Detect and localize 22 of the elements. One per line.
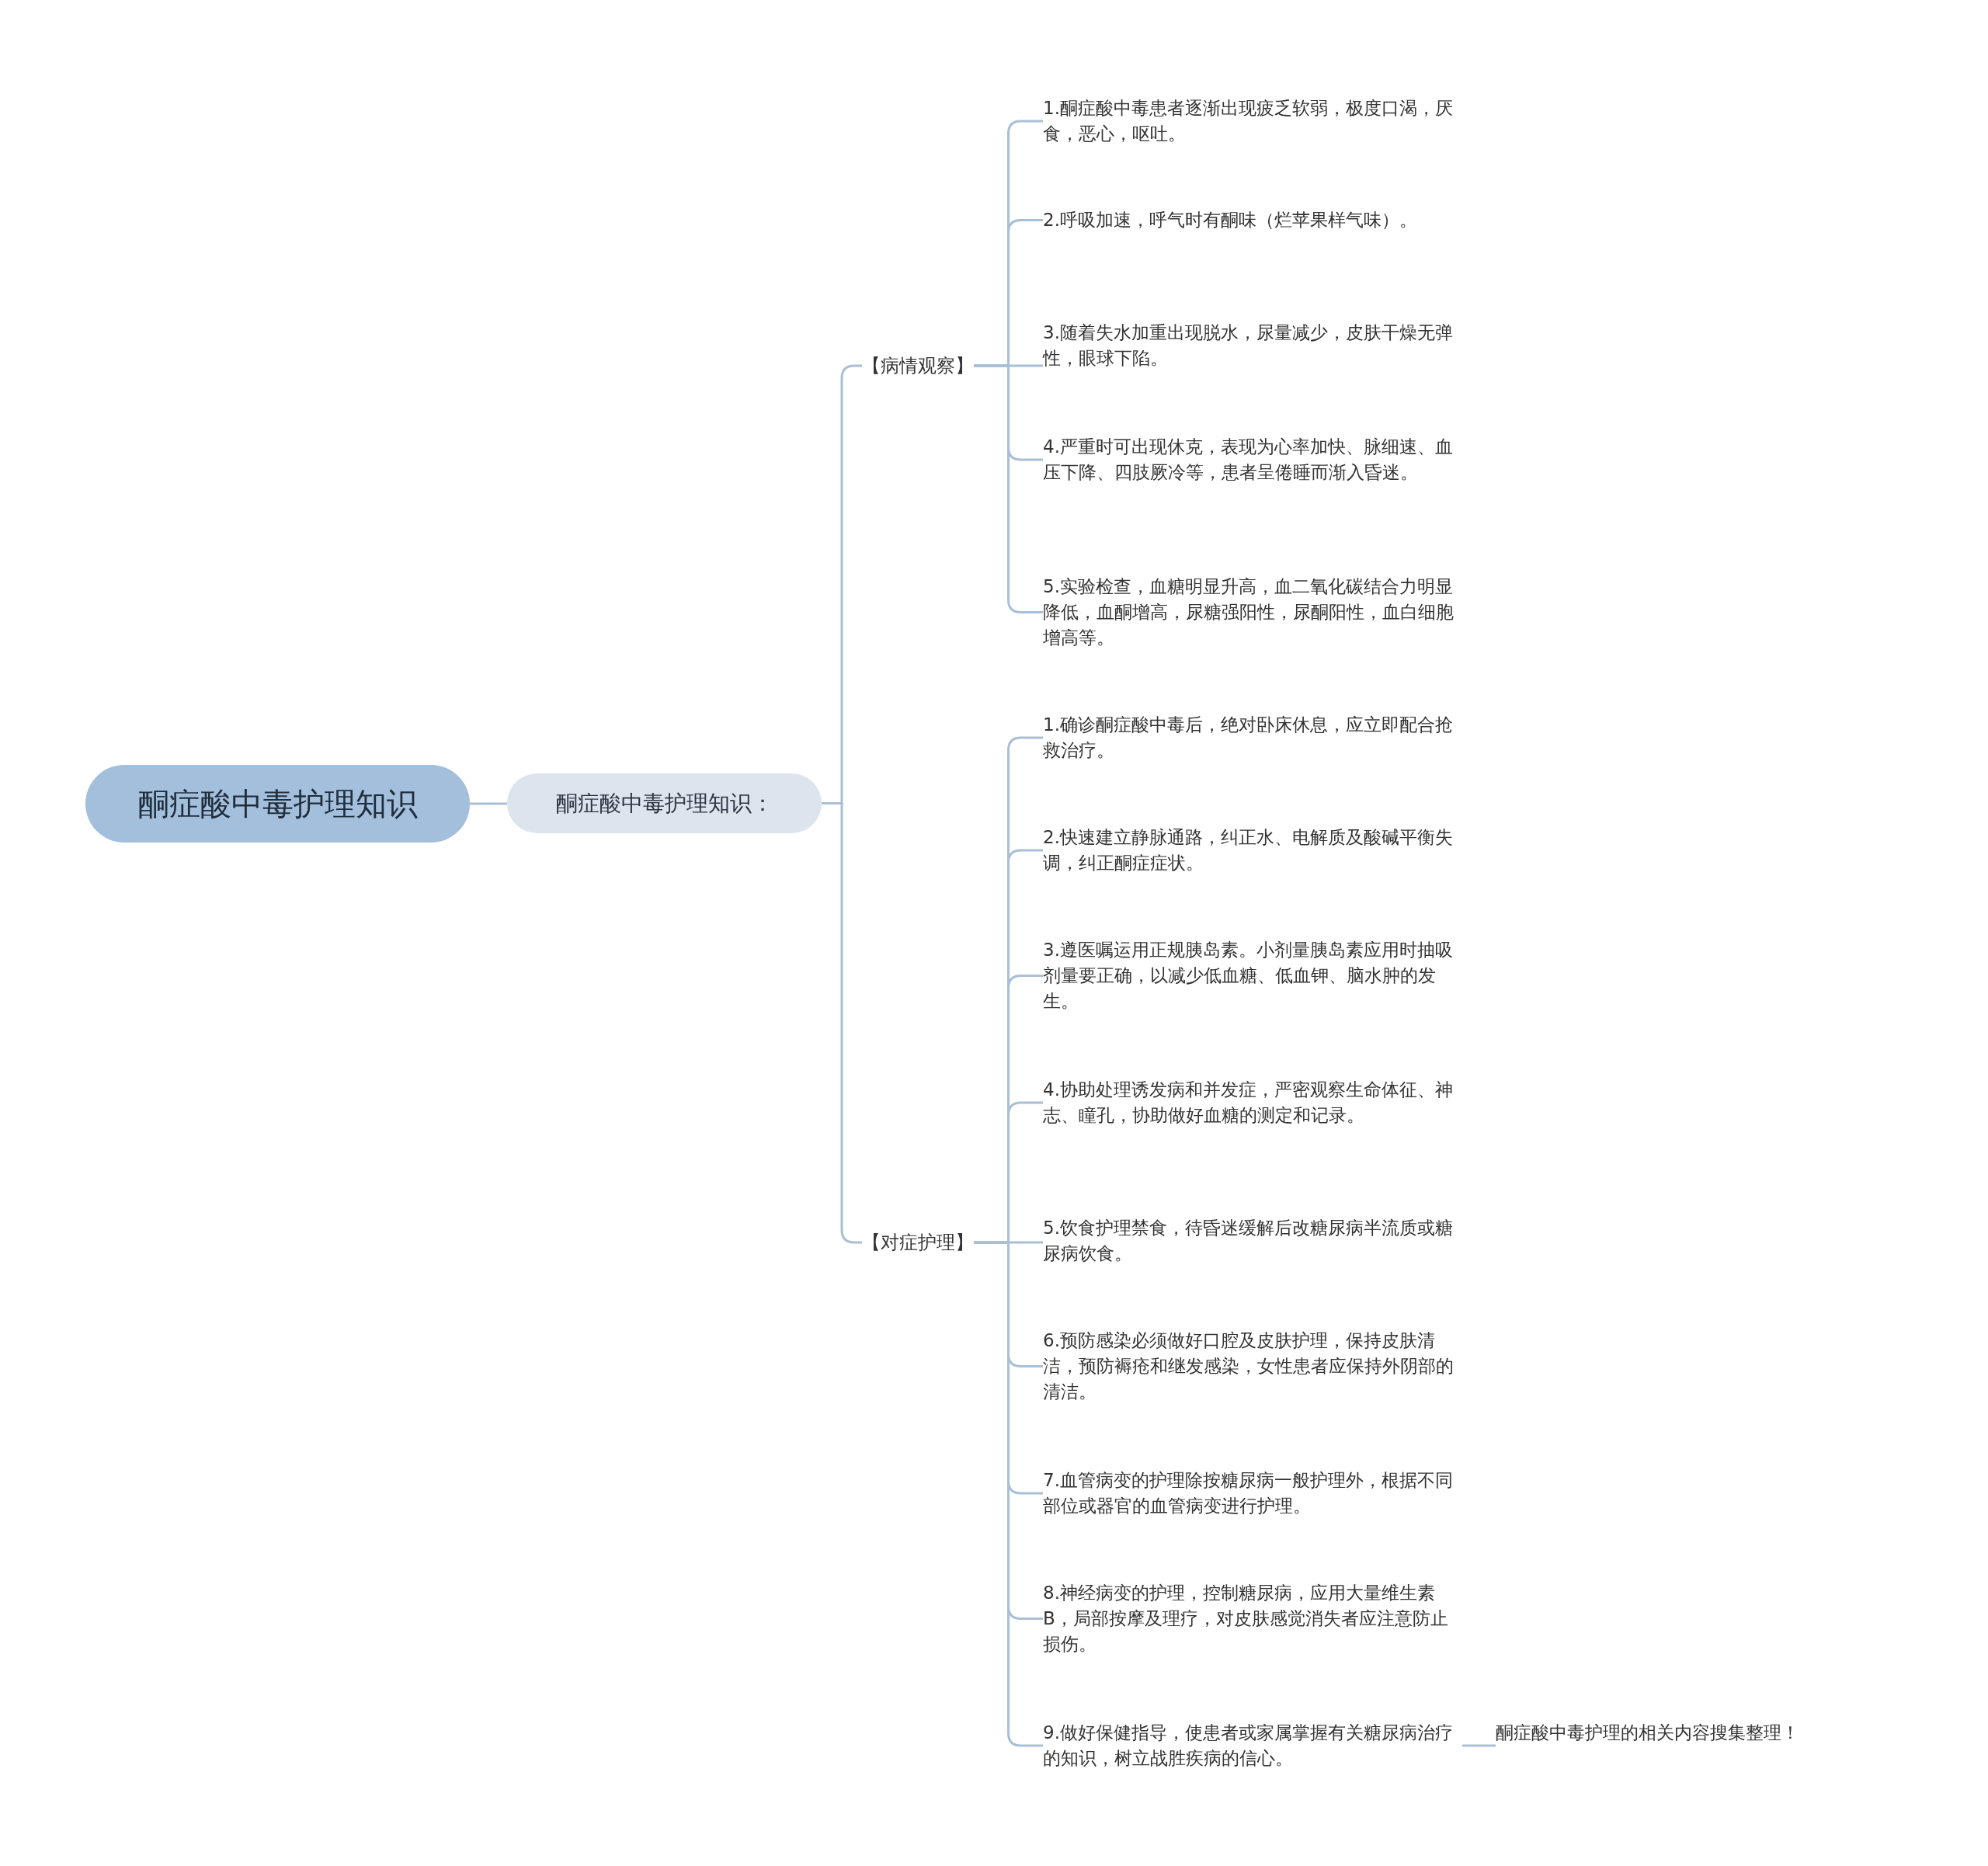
topic-text: 1.酮症酸中毒患者逐渐出现疲乏软弱，极度口渴，厌食，恶心，呕吐。 — [1043, 96, 1462, 147]
main-topic: 酮症酸中毒护理知识： — [507, 773, 822, 833]
topic-text: 2.呼吸加速，呼气时有酮味（烂苹果样气味）。 — [1043, 207, 1462, 233]
subtopic: 【病情观察】 — [862, 353, 974, 378]
topic-text: 6.预防感染必须做好口腔及皮肤护理，保持皮肤清洁，预防褥疮和继发感染，女性患者应保持外阴部的清洁。 — [1043, 1328, 1462, 1405]
topic-text: 1.确诊酮症酸中毒后，绝对卧床休息，应立即配合抢救治疗。 — [1043, 712, 1462, 763]
topic-text: 4.协助处理诱发病和并发症，严密观察生命体征、神志、瞳孔，协助做好血糖的测定和记录。 — [1043, 1077, 1462, 1128]
topic-text: 9.做好保健指导，使患者或家属掌握有关糖尿病治疗的知识，树立战胜疾病的信心。 — [1043, 1720, 1462, 1771]
topic-text: 5.饮食护理禁食，待昏迷缓解后改糖尿病半流质或糖尿病饮食。 — [1043, 1215, 1462, 1267]
topic-text: 2.快速建立静脉通路，纠正水、电解质及酸碱平衡失调，纠正酮症症状。 — [1043, 825, 1462, 876]
connector-line — [470, 802, 507, 805]
note-text: 酮症酸中毒护理的相关内容搜集整理！ — [1496, 1720, 1899, 1746]
connector-line — [974, 1241, 1043, 1747]
subtopic: 【对症护理】 — [862, 1230, 974, 1255]
topic-text: 3.遵医嘱运用正规胰岛素。小剂量胰岛素应用时抽吸剂量要正确，以减少低血糖、低血钾、脑水肿的发生。 — [1043, 937, 1462, 1014]
topic-text: 5.实验检查，血糖明显升高，血二氧化碳结合力明显降低，血酮增高，尿糖强阳性，尿酮阳性，血白细胞增高等。 — [1043, 574, 1462, 651]
topic-text: 4.严重时可出现休克，表现为心率加快、脉细速、血压下降、四肢厥冷等，患者呈倦睡而渐入昏迷。 — [1043, 434, 1462, 485]
topic-text: 8.神经病变的护理，控制糖尿病，应用大量维生素B，局部按摩及理疗，对皮肤感觉消失者应注意防止损伤。 — [1043, 1580, 1462, 1657]
topic-text: 7.血管病变的护理除按糖尿病一般护理外，根据不同部位或器官的血管病变进行护理。 — [1043, 1468, 1462, 1519]
central-topic: 酮症酸中毒护理知识 — [85, 765, 470, 843]
connector-line — [1462, 1744, 1496, 1747]
topic-text: 3.随着失水加重出现脱水，尿量减少，皮肤干燥无弹性，眼球下陷。 — [1043, 320, 1462, 371]
